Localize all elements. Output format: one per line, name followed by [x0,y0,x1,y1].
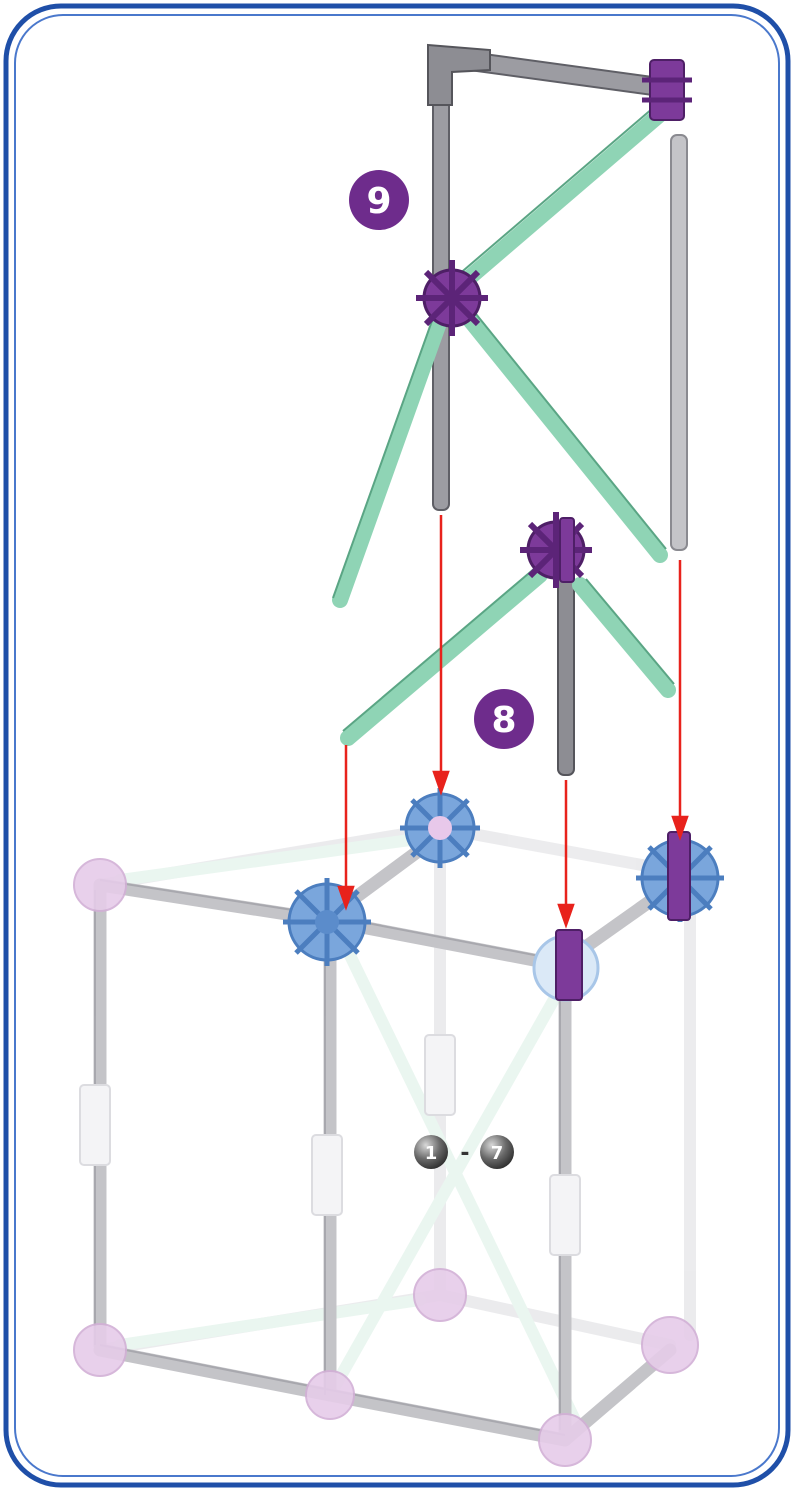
arrow-head [557,903,575,929]
faded-green-rod [339,939,581,1426]
purple-hub-step8 [520,512,592,588]
arrow-head [432,770,450,796]
green-rod [340,567,548,746]
base-rod [323,1388,572,1447]
step-8-badge: 8 [474,689,534,749]
step-9-label: 9 [366,181,391,222]
steps-separator-label: - [460,1141,469,1166]
faded-green-rod [114,834,416,886]
base-rod [93,878,332,927]
green-rod [447,102,673,298]
step-8-assembly [340,512,676,776]
faded-connector [311,1134,343,1216]
arrow-head [671,815,689,841]
faded-green-rod [114,1294,426,1351]
arrow-head [337,885,355,911]
green-rod [332,312,448,608]
step-9-badge: 9 [349,170,409,230]
purple-clip [555,929,583,1001]
assembly-arrows [337,515,689,929]
faded-pink-connector [73,1323,127,1377]
faded-connector [79,1084,111,1166]
faded-pink-connector [538,1413,592,1467]
corner-connector-gray [427,43,491,106]
base-cube-assembly [94,822,696,1426]
steps-start-label: 1 [425,1143,438,1164]
frame-outer-border [3,3,791,1488]
faded-rod [434,1289,676,1351]
base-cube-rods [93,828,687,1447]
green-rod [572,577,676,698]
faded-pink-connectors [73,809,699,1467]
faded-pink-connector [641,1316,699,1374]
base-rod [93,1343,337,1402]
steps-end-label: 7 [491,1143,504,1164]
step-8-label: 8 [491,700,516,741]
step-9-assembly [332,43,692,608]
purple-hub-step9 [416,260,488,336]
green-rod [462,312,668,563]
faded-connector [424,1034,456,1116]
faded-connector [549,1174,581,1256]
blue-connector-front-left [283,878,371,966]
faded-connectors [79,1034,581,1256]
faded-pink-connector [413,1268,467,1322]
purple-clips-base [555,831,691,1001]
purple-corner-step9 [642,59,692,121]
gray-rod-step8 [557,559,575,776]
faded-pink-connector [73,858,127,912]
steps-1-7-badge: 1 - 7 [414,1135,514,1169]
purple-clip [667,831,691,921]
faded-rod [434,822,686,878]
faded-green-rod [324,974,571,1401]
blue-connector-back [400,788,480,868]
gray-rod-right [670,134,688,551]
frame-inner-border [14,14,780,1477]
faded-pink-connector [305,1370,355,1420]
